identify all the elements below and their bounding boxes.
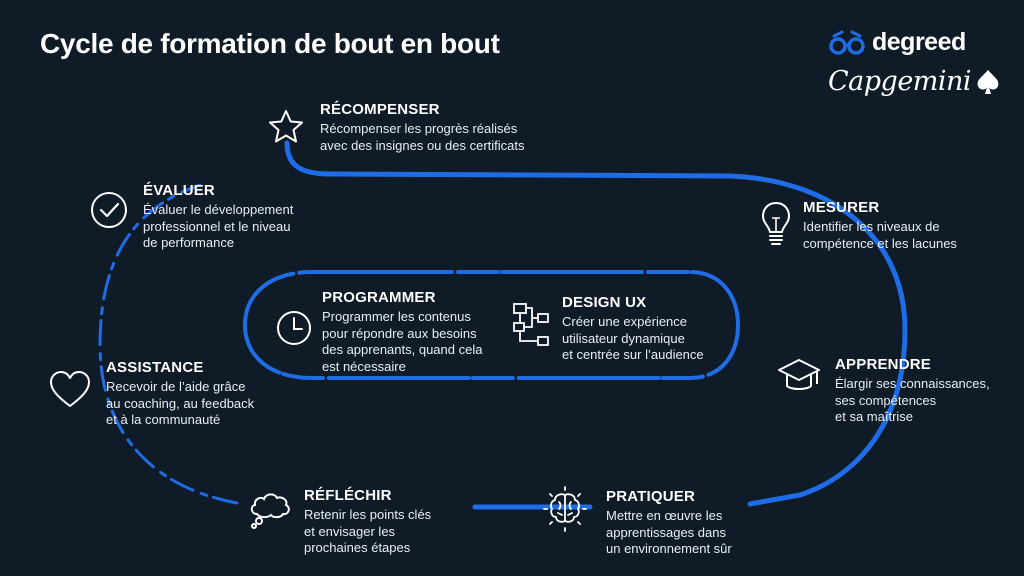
clock-icon <box>277 311 311 345</box>
outer-loop-upper <box>284 140 908 507</box>
step-programmer: PROGRAMMER Programmer les contenus pour … <box>322 289 482 375</box>
capgemini-logo: Capgemini <box>828 66 1003 97</box>
page-title: Cycle de formation de bout en bout <box>40 28 500 59</box>
step-description: Programmer les contenus pour répondre au… <box>322 309 483 374</box>
step-description: Élargir ses connaissances, ses compétenc… <box>835 376 990 424</box>
star-icon <box>269 110 303 143</box>
step-title: ASSISTANCE <box>106 359 204 376</box>
flowchart-icon <box>513 303 549 346</box>
step-mesurer: MESURER Identifier les niveaux de compét… <box>803 199 957 252</box>
step-assistance: ASSISTANCE Recevoir de l’aide grâce au c… <box>106 359 254 429</box>
capgemini-wordmark: Capgemini <box>828 66 972 97</box>
step-apprendre: APPRENDRE Élargir ses connaissances, ses… <box>835 356 990 426</box>
step-description: Identifier les niveaux de compétence et … <box>803 219 957 251</box>
degreed-wordmark: degreed <box>872 28 966 56</box>
inner-loop <box>242 270 741 380</box>
step-description: Récompenser les progrès réalisés avec de… <box>320 121 525 153</box>
step-description: Mettre en œuvre les apprentissages dans … <box>606 508 732 556</box>
step-design-ux: DESIGN UX Créer une expérience utilisate… <box>562 294 704 364</box>
step-description: Retenir les points clés et envisager les… <box>304 507 432 555</box>
step-evaluer: ÉVALUER Évaluer le développement profess… <box>143 182 293 252</box>
step-title: MESURER <box>803 199 880 216</box>
check-circle-icon <box>91 192 127 228</box>
glasses-icon <box>829 30 865 55</box>
outer-loop-left <box>98 183 239 505</box>
graduation-cap-icon <box>778 359 820 390</box>
step-pratiquer: PRATIQUER Mettre en œuvre les apprentiss… <box>606 488 732 558</box>
step-description: Évaluer le développement professionnel e… <box>143 202 294 250</box>
degreed-logo: degreed <box>828 28 966 57</box>
step-description: Créer une expérience utilisateur dynamiq… <box>562 314 704 362</box>
step-reflechir: RÉFLÉCHIR Retenir les points clés et env… <box>304 487 431 557</box>
heart-icon <box>50 371 90 407</box>
brain-icon <box>543 486 587 532</box>
step-description: Recevoir de l’aide grâce au coaching, au… <box>106 379 255 427</box>
step-title: PRATIQUER <box>606 488 696 505</box>
step-recompenser: RÉCOMPENSER Récompenser les progrès réal… <box>320 101 525 154</box>
step-title: ÉVALUER <box>143 182 215 199</box>
spade-icon <box>977 69 999 94</box>
step-title: RÉCOMPENSER <box>320 101 440 118</box>
step-title: DESIGN UX <box>562 294 647 311</box>
lightbulb-icon <box>761 201 791 245</box>
step-title: RÉFLÉCHIR <box>304 487 392 504</box>
thought-cloud-icon <box>250 493 290 529</box>
step-title: PROGRAMMER <box>322 289 436 306</box>
step-title: APPRENDRE <box>835 356 931 373</box>
